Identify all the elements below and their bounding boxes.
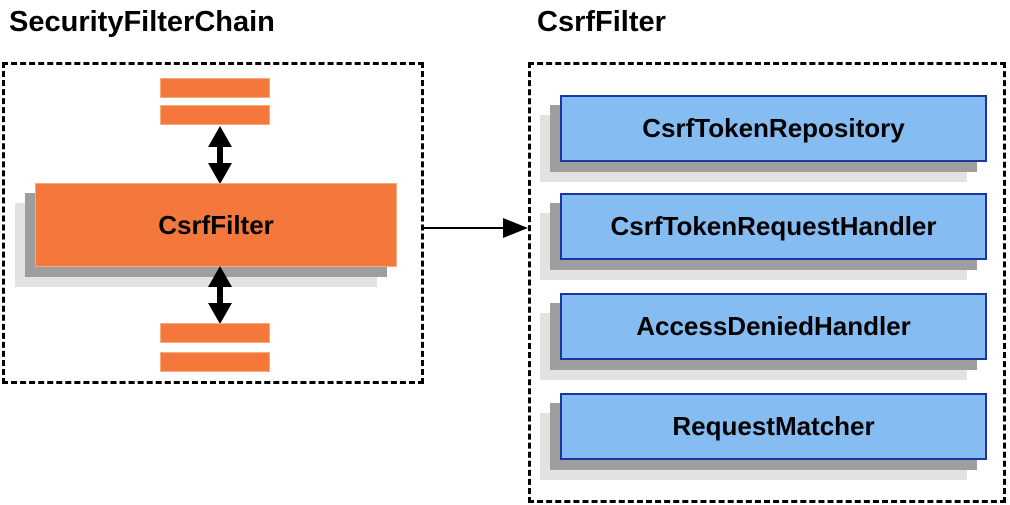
double-arrow-icon [208,126,232,184]
right-panel-title: CsrfFilter [537,6,666,38]
double-arrow-icon [208,266,232,324]
csrf-filter-components-box: CsrfTokenRepository CsrfTokenRequestHand… [528,62,1006,503]
component-box: RequestMatcher [560,393,987,460]
component-label: CsrfTokenRequestHandler [610,211,937,241]
filter-placeholder-bar [160,323,270,343]
component-box: CsrfTokenRequestHandler [560,193,987,260]
component-label: AccessDeniedHandler [636,311,911,341]
left-panel-title: SecurityFilterChain [9,6,275,38]
component-box: CsrfTokenRepository [560,95,987,162]
component-label: CsrfTokenRepository [642,113,905,143]
security-filter-chain-box: CsrfFilter [2,62,424,384]
csrf-filter-label: CsrfFilter [158,209,274,240]
filter-placeholder-bar [160,352,270,372]
csrf-filter-box: CsrfFilter [35,183,397,267]
filter-placeholder-bar [160,105,270,125]
component-box: AccessDeniedHandler [560,293,987,360]
filter-placeholder-bar [160,78,270,98]
flow-arrow-icon [424,218,528,238]
component-label: RequestMatcher [672,411,875,441]
